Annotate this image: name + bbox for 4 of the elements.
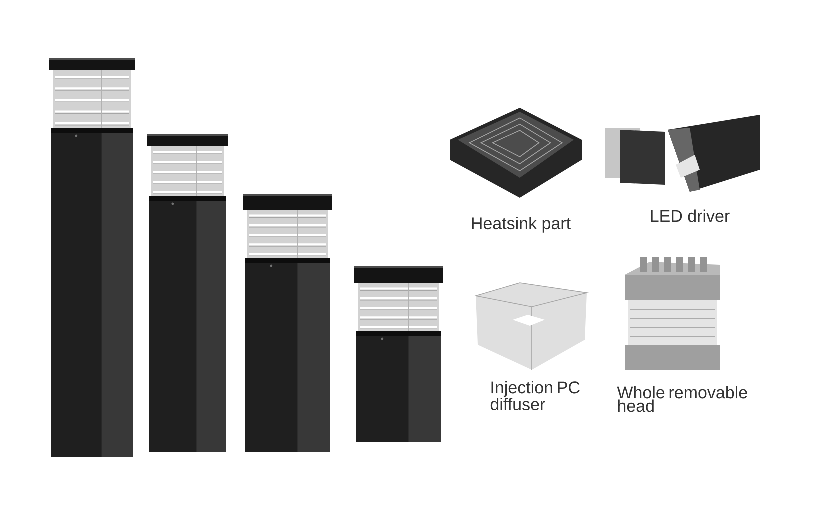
part-caption: LED driver <box>651 210 730 222</box>
part-caption: Injection PC diffuser <box>490 381 580 411</box>
part-caption: Whole removable head <box>617 386 748 412</box>
part-caption: Heatsink part <box>472 217 571 233</box>
